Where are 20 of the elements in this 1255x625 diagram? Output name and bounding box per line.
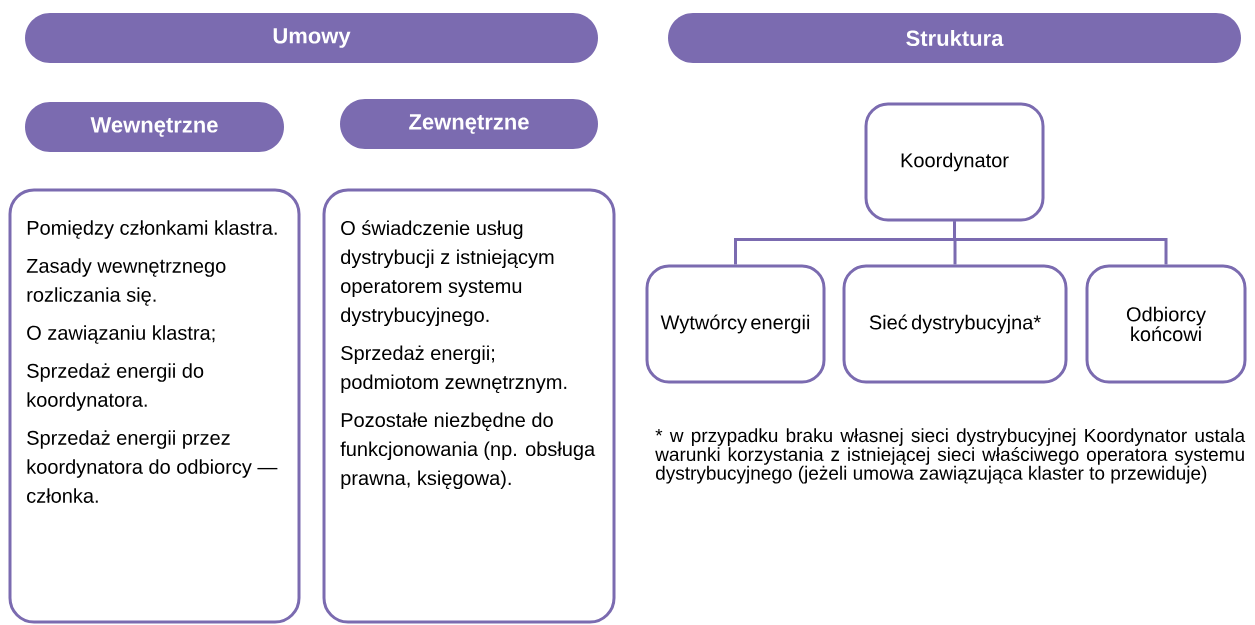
card-text: Zasady wewnętrznego rozliczania się. [26, 258, 226, 306]
card-text: Pomiędzy członkami klastra. [27, 220, 277, 239]
coordinator-box: Koordynator [864, 102, 1045, 222]
card-text: Pozostałe niezbędne do funkcjonowania (np. obsługa prawna, księgowa). [340, 412, 596, 490]
structure-box: Wytwórcy energii [645, 264, 826, 384]
card-text: Sprzedaż energii przez koordynatora do odbiorcy — członka. [27, 430, 278, 503]
structure-box: Odbiorcy końcowi [1085, 264, 1247, 384]
structure-box: Sieć dystrybucyjna* [842, 264, 1068, 384]
header-band: Struktura [668, 13, 1241, 63]
footnote: * w przypadku braku własnej sieci dystrybucyjnej Koordynator ustala warunki korzystania z istniejącej sieci właściwego operatora systemu dystrybucyjnego (jeżeli umowa zawiązująca klaster to przewiduje) [655, 428, 1246, 484]
card-text: O zawiązaniu klastra; [27, 325, 215, 344]
text-card [322, 188, 616, 624]
card-text: O świadczenie usług dystrybucji z istniejącym operatorem systemu dystrybucyjnego. [341, 220, 554, 327]
card-text: Sprzedaż energii; podmiotom zewnętrznym. [341, 345, 567, 394]
connector-line [953, 221, 1168, 265]
category-pill: Zewnętrzne [340, 99, 598, 149]
header-band: Umowy [25, 13, 598, 63]
text-card [8, 188, 301, 624]
card-text: Sprzedaż energii do koordynatora. [27, 363, 204, 411]
category-pill: Wewnętrzne [25, 102, 284, 152]
